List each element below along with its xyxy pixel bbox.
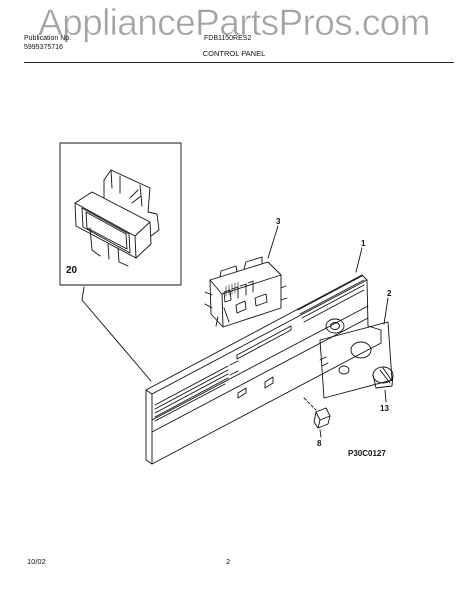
selector-knob-part: [372, 366, 394, 389]
timer-stripes: [225, 281, 239, 297]
model-number: FDB1150RES2: [204, 35, 252, 42]
callout-8: 8: [317, 439, 322, 448]
inset-frame: [59, 142, 182, 286]
diagram-code: P30C0127: [348, 449, 386, 458]
callout-2: 2: [387, 289, 392, 298]
leader-line-inset: [81, 286, 152, 382]
control-overlay-part: [319, 321, 393, 399]
leader-line-panel: [355, 247, 363, 273]
leader-line-knob: [384, 389, 387, 403]
button-clip-part: [313, 407, 331, 429]
callout-3: 3: [276, 217, 281, 226]
callout-1: 1: [361, 239, 366, 248]
leader-line-timer: [267, 225, 279, 259]
footer-page-number: 2: [226, 557, 231, 566]
publication-info: Publication No. 5995375716: [24, 34, 71, 52]
footer-date: 10/02: [27, 557, 46, 566]
publication-number: 5995375716: [24, 44, 63, 51]
leader-line-overlay: [383, 297, 389, 325]
control-panel-part: [145, 274, 382, 465]
leader-line-clip-dashed: [303, 397, 317, 411]
header-rule: [24, 62, 454, 63]
publication-label: Publication No.: [24, 35, 72, 42]
section-title: CONTROL PANEL: [202, 49, 266, 58]
callout-20: 20: [66, 265, 78, 276]
dispenser-housing-part: [74, 169, 160, 267]
timer-part: [204, 256, 288, 328]
leader-line-clip: [319, 429, 322, 438]
callout-13: 13: [380, 404, 389, 413]
watermark: AppliancePartsPros.com: [38, 2, 431, 44]
